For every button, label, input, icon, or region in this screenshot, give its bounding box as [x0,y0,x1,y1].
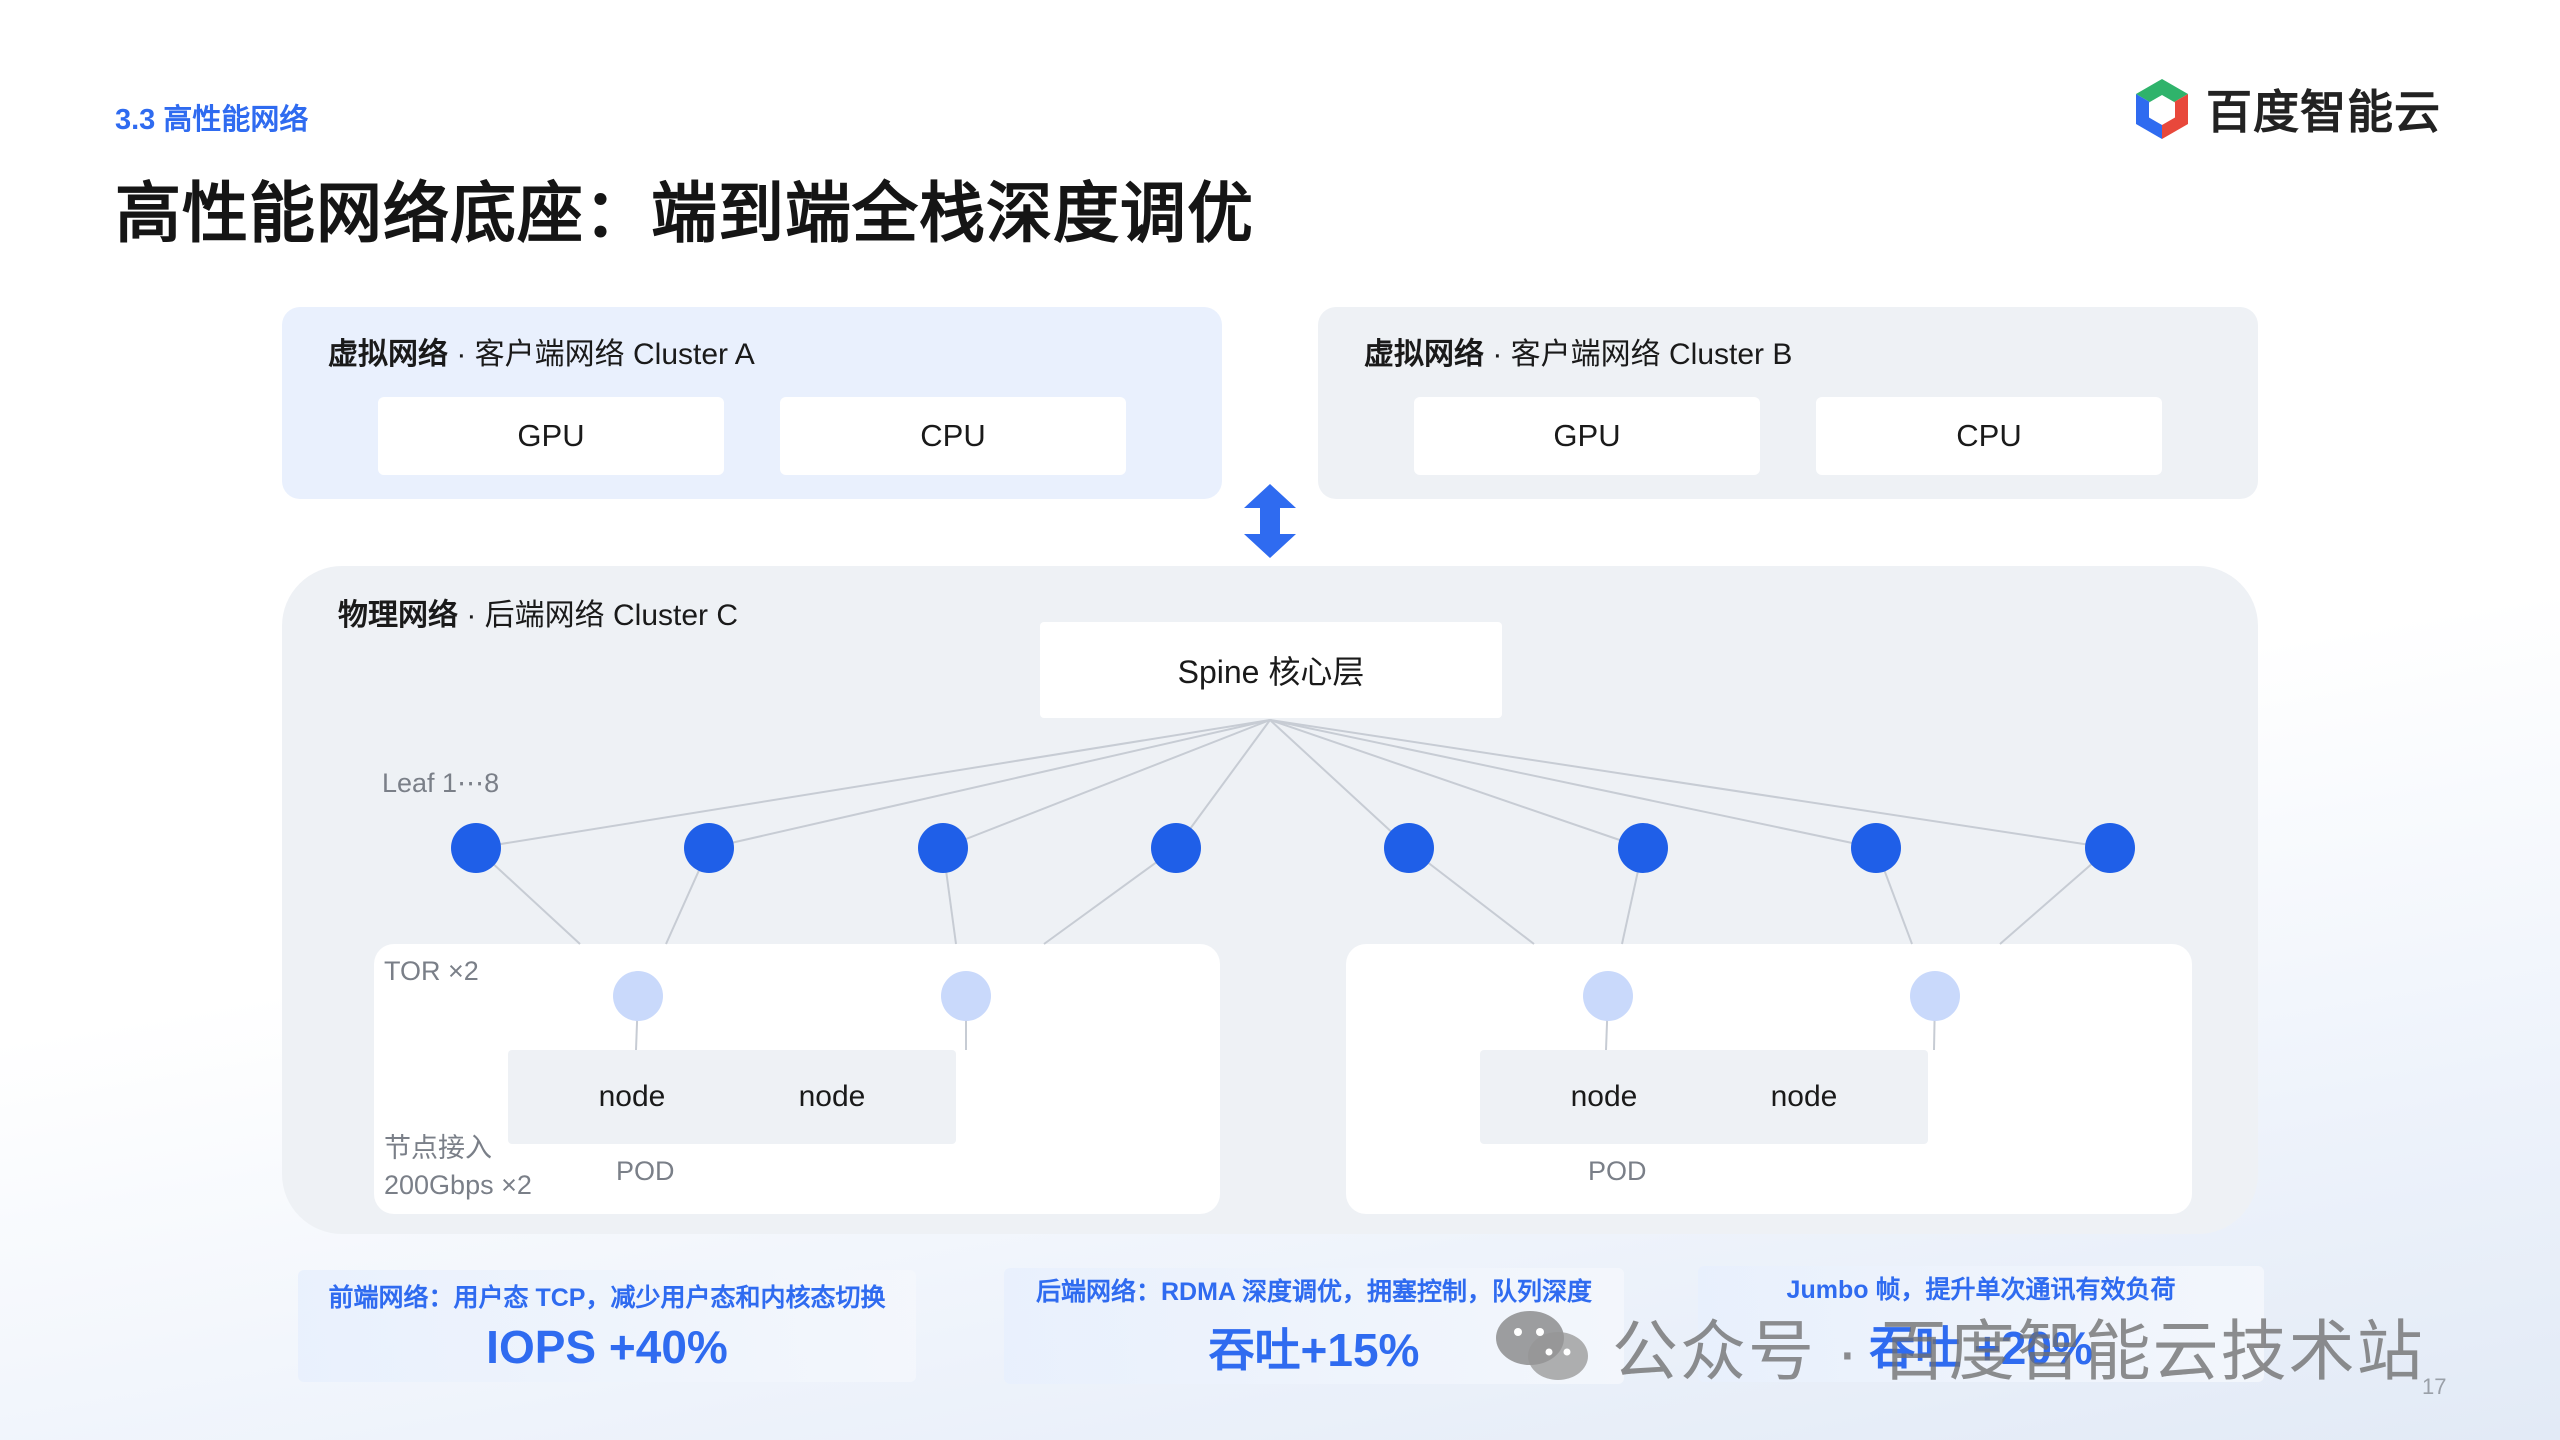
cluster-a-panel: 虚拟网络 · 客户端网络 Cluster A GPU CPU [282,307,1222,499]
cluster-b-title: 虚拟网络 · 客户端网络 Cluster B [1364,338,1793,371]
metric-frontend-title: 前端网络：用户态 TCP，减少用户态和内核态切换 [328,1284,886,1312]
bidirectional-arrow-icon [1244,484,1296,558]
tor-label: TOR ×2 [384,956,479,986]
metric-jumbo-title: Jumbo 帧，提升单次通讯有效负荷 [1786,1276,2176,1304]
pod-2: node node POD [1346,944,2192,1214]
section-label: 3.3 高性能网络 [115,104,309,136]
physical-network-panel: 物理网络 · 后端网络 Cluster C Spine 核心层 Leaf 1⋯8… [282,566,2258,1234]
brand-logo: 百度智能云 [2132,76,2441,142]
metric-backend-value: 吞吐+15% [1208,1324,1420,1376]
cluster-a-cpu-chip: CPU [780,397,1126,475]
brand-name: 百度智能云 [2206,86,2441,138]
watermark-text: 公众号 · 百度智能云技术站 [1612,1314,2425,1388]
metric-jumbo-value: 吞吐 +20% [1869,1322,2093,1374]
cluster-b-gpu-chip: GPU [1414,397,1760,475]
page-title: 高性能网络底座：端到端全栈深度调优 [115,176,1254,250]
pod-1-node-2: node [708,1050,956,1144]
page-number: 17 [2422,1374,2447,1399]
pod-1-label: POD [616,1156,675,1186]
pod-2-node-2: node [1680,1050,1928,1144]
cluster-b-cpu-chip: CPU [1816,397,2162,475]
brand-cube-icon [2136,79,2188,139]
metric-backend-title: 后端网络：RDMA 深度调优，拥塞控制，队列深度 [1035,1278,1592,1306]
wechat-icon [1496,1311,1588,1380]
watermark: 公众号 · 百度智能云技术站 [1494,1298,2425,1394]
cluster-a-gpu-chip: GPU [378,397,724,475]
pod-2-label: POD [1588,1156,1647,1186]
leaf-label: Leaf 1⋯8 [382,768,500,798]
metric-jumbo: Jumbo 帧，提升单次通讯有效负荷 吞吐 +20% [1698,1266,2264,1382]
cluster-a-title: 虚拟网络 · 客户端网络 Cluster A [328,338,755,371]
metric-frontend: 前端网络：用户态 TCP，减少用户态和内核态切换 IOPS +40% [298,1270,916,1382]
metric-frontend-value: IOPS +40% [486,1321,728,1373]
cluster-b-panel: 虚拟网络 · 客户端网络 Cluster B GPU CPU [1318,307,2258,499]
physical-network-title: 物理网络 · 后端网络 Cluster C [338,599,739,632]
spine-core-layer: Spine 核心层 [1040,622,1502,718]
